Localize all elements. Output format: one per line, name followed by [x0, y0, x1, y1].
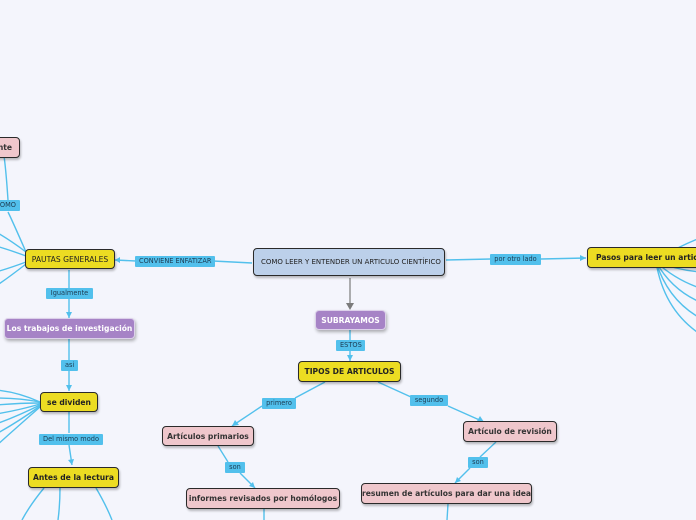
connector-label-primero[interactable]: primero [262, 398, 296, 409]
node-fragment-top-left[interactable]: nte [0, 137, 20, 158]
node-informes-revisados[interactable]: informes revisados por homólogos [186, 488, 340, 509]
connector-label-estos[interactable]: ESTOS [336, 340, 365, 351]
node-articulos-primarios[interactable]: Artículos primarios [162, 426, 254, 446]
connector-label-asi[interactable]: asi [61, 360, 78, 371]
connector-label-por-otro-lado[interactable]: por otro lado [490, 254, 541, 265]
connector-label-del-mismo-modo[interactable]: Del mismo modo [39, 434, 103, 445]
connector-label-son-revision[interactable]: son [468, 457, 488, 468]
node-antes-de-la-lectura[interactable]: Antes de la lectura [28, 467, 119, 488]
node-trabajos-investigacion[interactable]: Los trabajos de investigación [4, 318, 135, 339]
connector-label-igualmente[interactable]: Igualmente [46, 288, 93, 299]
connector-label-conviene-enfatizar[interactable]: CONVIENE ENFATIZAR [135, 256, 215, 267]
node-tipos-de-articulos[interactable]: TIPOS DE ARTICULOS [298, 361, 401, 382]
connector-label-son-primarios[interactable]: son [225, 462, 245, 473]
node-se-dividen[interactable]: se dividen [40, 392, 98, 412]
central-topic-label: COMO LEER Y ENTENDER UN ARTICULO CIENTÍF… [261, 257, 441, 266]
node-articulo-de-revision[interactable]: Artículo de revisión [463, 421, 557, 442]
central-topic-node[interactable]: COMO LEER Y ENTENDER UN ARTICULO CIENTÍF… [253, 248, 445, 276]
node-pasos-para-leer[interactable]: Pasos para leer un articul [587, 247, 696, 268]
node-pautas-generales[interactable]: PAUTAS GENERALES [25, 249, 115, 269]
node-subrayamos[interactable]: SUBRAYAMOS [315, 310, 386, 330]
connector-label-omo[interactable]: OMO [0, 200, 20, 211]
node-resumen-de-articulos[interactable]: resumen de artículos para dar una idea [361, 483, 532, 504]
connector-label-segundo[interactable]: segundo [410, 395, 448, 406]
